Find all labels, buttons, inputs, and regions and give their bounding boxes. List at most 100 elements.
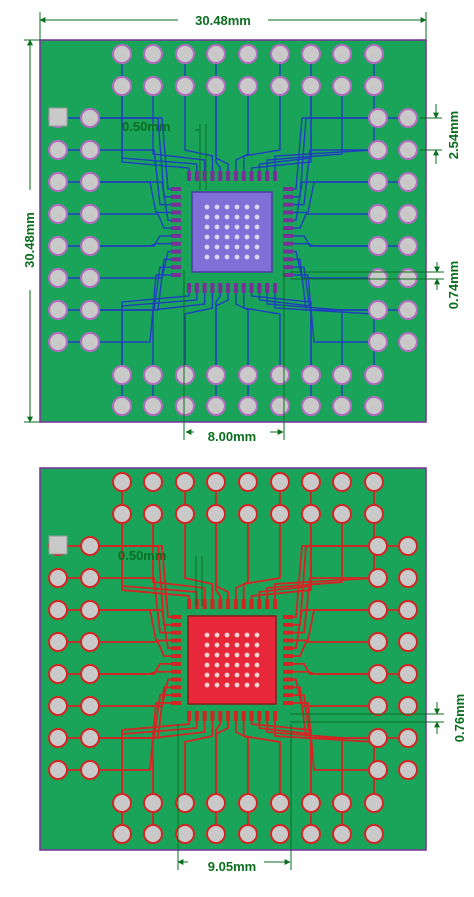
trace bbox=[274, 482, 375, 604]
through-hole-pad bbox=[301, 365, 321, 385]
through-hole-pad bbox=[368, 600, 388, 620]
through-hole-pad bbox=[238, 793, 258, 813]
through-hole-pad bbox=[270, 504, 290, 524]
through-hole-pad bbox=[368, 204, 388, 224]
through-hole-pad bbox=[48, 696, 68, 716]
trace bbox=[152, 716, 206, 834]
thermal-via bbox=[214, 652, 220, 658]
top-height-label: 30.48mm bbox=[22, 212, 37, 268]
through-hole-pad bbox=[368, 664, 388, 684]
thermal-via bbox=[254, 662, 260, 668]
trace bbox=[258, 86, 312, 176]
ic-pin-pad bbox=[233, 283, 238, 293]
through-hole-pad bbox=[80, 300, 100, 320]
trace bbox=[288, 641, 378, 657]
ic-pin-pad bbox=[171, 218, 181, 223]
thermal-via bbox=[234, 652, 240, 658]
through-hole-pad bbox=[364, 824, 384, 844]
through-hole-pad bbox=[368, 536, 388, 556]
ic-pin-pad bbox=[187, 283, 191, 293]
through-hole-pad bbox=[398, 728, 418, 748]
through-hole-pad bbox=[143, 824, 163, 844]
trace bbox=[235, 288, 249, 406]
through-hole-pad bbox=[398, 140, 418, 160]
ic-pin-pad bbox=[249, 711, 254, 721]
through-hole-pad bbox=[48, 236, 68, 256]
ic-pin-pad bbox=[226, 599, 231, 609]
thermal-via bbox=[254, 672, 260, 678]
ic-pin-pad bbox=[171, 226, 181, 231]
through-hole-pad bbox=[238, 76, 258, 96]
thermal-via bbox=[234, 662, 240, 668]
ic-pin-pad bbox=[171, 265, 181, 270]
trace bbox=[215, 514, 229, 604]
through-hole-pad bbox=[398, 108, 418, 128]
thermal-via bbox=[244, 682, 250, 688]
trace bbox=[215, 288, 229, 406]
through-hole-pad bbox=[112, 793, 132, 813]
ic-pin-pad bbox=[171, 257, 181, 262]
ic-pin-pad bbox=[283, 669, 293, 674]
through-hole-pad bbox=[206, 472, 226, 492]
thermal-via bbox=[254, 234, 260, 240]
through-hole-pad bbox=[143, 793, 163, 813]
through-hole-pad bbox=[398, 664, 418, 684]
trace bbox=[90, 117, 176, 198]
ic-pin-pad bbox=[283, 210, 293, 215]
thermal-via bbox=[224, 632, 230, 638]
through-hole-pad bbox=[143, 44, 163, 64]
thermal-via bbox=[244, 214, 250, 220]
ic-pin-pad bbox=[171, 194, 181, 199]
thermal-via bbox=[234, 204, 240, 210]
through-hole-pad bbox=[80, 696, 100, 716]
through-hole-pad bbox=[143, 504, 163, 524]
trace bbox=[288, 149, 378, 206]
ic-pin-pad bbox=[283, 685, 293, 690]
trace bbox=[235, 514, 249, 604]
ic-pin-pad bbox=[283, 257, 293, 262]
ic-pin-pad bbox=[202, 599, 207, 609]
ic-pin-pad bbox=[171, 685, 181, 690]
thermal-via bbox=[214, 214, 220, 220]
through-hole-pad bbox=[80, 140, 100, 160]
thermal-via bbox=[234, 224, 240, 230]
ic-pin-pad bbox=[233, 171, 238, 181]
through-hole-pad bbox=[398, 536, 418, 556]
through-hole-pad bbox=[398, 632, 418, 652]
thermal-via bbox=[224, 224, 230, 230]
ic-pin-pad bbox=[194, 283, 199, 293]
through-hole-pad bbox=[301, 472, 321, 492]
through-hole-pad bbox=[80, 204, 100, 224]
ic-pin-pad bbox=[171, 701, 181, 705]
ic-pin-pad bbox=[171, 249, 181, 254]
thermal-via bbox=[244, 662, 250, 668]
ic-pin-pad bbox=[187, 711, 191, 721]
trace bbox=[152, 288, 206, 406]
ic-pin-pad bbox=[283, 202, 293, 207]
trace bbox=[288, 117, 408, 198]
through-hole-pad bbox=[332, 504, 352, 524]
bottom-body-label: 9.05mm bbox=[208, 859, 256, 874]
through-hole-pad bbox=[175, 793, 195, 813]
trace bbox=[288, 577, 378, 634]
ic-pin-pad bbox=[210, 711, 215, 721]
through-hole-pad bbox=[143, 76, 163, 96]
through-hole-pad bbox=[368, 728, 388, 748]
through-hole-pad bbox=[398, 568, 418, 588]
through-hole-pad bbox=[112, 472, 132, 492]
ic-pin-pad bbox=[233, 599, 238, 609]
ic-pin-pad bbox=[283, 226, 293, 231]
thermal-via bbox=[214, 632, 220, 638]
top-pitch-large-label: 2.54mm bbox=[446, 111, 461, 159]
exposed-thermal-pad bbox=[191, 191, 273, 273]
trace bbox=[58, 149, 176, 206]
thermal-via bbox=[224, 642, 230, 648]
exposed-thermal-pad bbox=[187, 615, 277, 705]
through-hole-pad bbox=[398, 760, 418, 780]
through-hole-pad bbox=[48, 568, 68, 588]
ic-pin-pad bbox=[283, 273, 293, 277]
ic-pin-pad bbox=[171, 210, 181, 215]
thermal-via bbox=[244, 672, 250, 678]
ic-pin-pad bbox=[202, 171, 207, 181]
ic-pin-pad bbox=[283, 187, 293, 191]
